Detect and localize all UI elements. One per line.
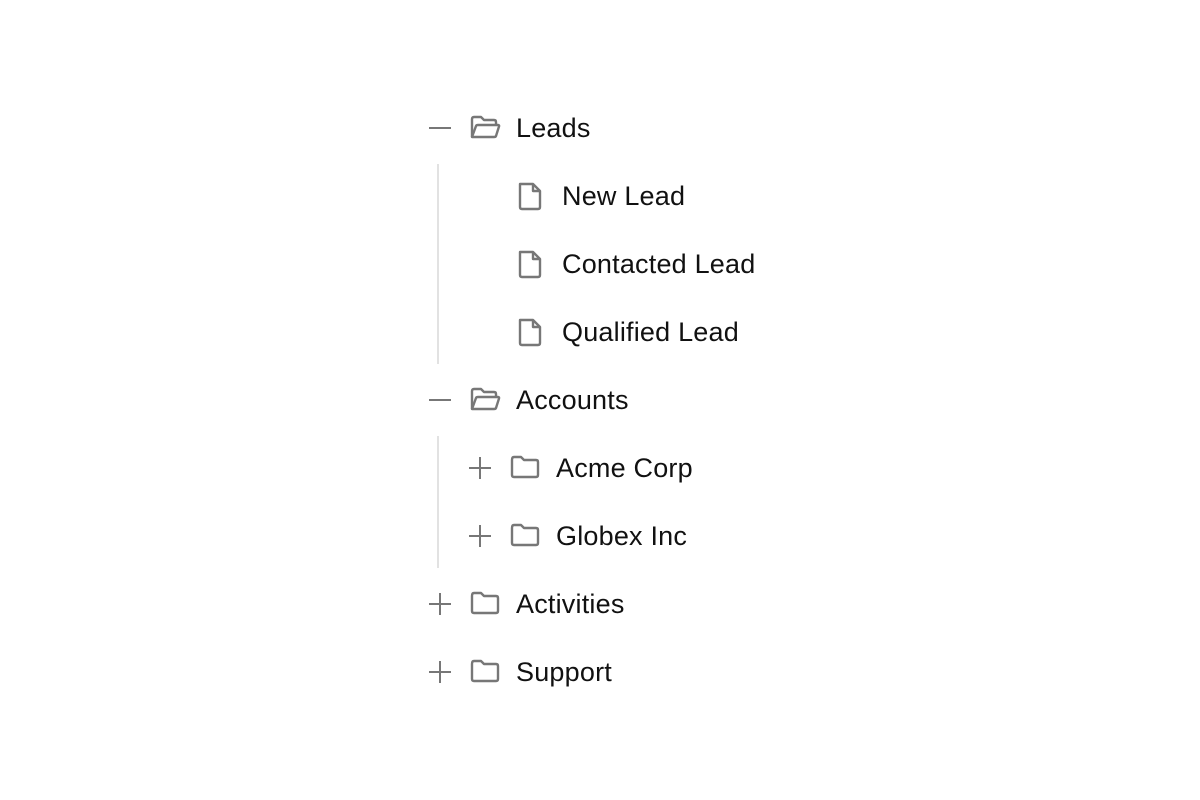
- tree-node-label: Activities: [516, 588, 625, 619]
- tree-leaf-contacted-lead[interactable]: Contacted Lead: [514, 230, 755, 298]
- plus-icon[interactable]: [468, 524, 492, 548]
- tree-guide-line: [437, 436, 439, 568]
- tree-node-label: Accounts: [516, 384, 629, 415]
- tree-node-label: Acme Corp: [556, 452, 693, 483]
- minus-icon[interactable]: [428, 116, 452, 140]
- tree-leaf-label: Qualified Lead: [562, 316, 739, 347]
- file-icon: [514, 316, 546, 348]
- tree-leaf-new-lead[interactable]: New Lead: [514, 162, 685, 230]
- tree-leaf-qualified-lead[interactable]: Qualified Lead: [514, 298, 739, 366]
- tree-node-globex-inc[interactable]: Globex Inc: [468, 502, 687, 570]
- tree-node-label: Support: [516, 656, 612, 687]
- folder-icon: [469, 588, 501, 620]
- folder-icon: [509, 452, 541, 484]
- tree-node-acme-corp[interactable]: Acme Corp: [468, 434, 693, 502]
- tree-node-support[interactable]: Support: [428, 638, 612, 706]
- tree-node-accounts[interactable]: Accounts: [428, 366, 629, 434]
- tree-node-label: Leads: [516, 112, 591, 143]
- folder-open-icon: [469, 112, 501, 144]
- tree-node-label: Globex Inc: [556, 520, 688, 551]
- tree-leaf-label: New Lead: [562, 180, 686, 211]
- plus-icon[interactable]: [428, 660, 452, 684]
- folder-icon: [509, 520, 541, 552]
- tree-node-leads[interactable]: Leads: [428, 94, 591, 162]
- folder-icon: [469, 656, 501, 688]
- plus-icon[interactable]: [428, 592, 452, 616]
- folder-open-icon: [469, 384, 501, 416]
- file-icon: [514, 248, 546, 280]
- tree-node-activities[interactable]: Activities: [428, 570, 625, 638]
- tree-leaf-label: Contacted Lead: [562, 248, 756, 279]
- tree-guide-line: [437, 164, 439, 364]
- file-icon: [514, 180, 546, 212]
- plus-icon[interactable]: [468, 456, 492, 480]
- minus-icon[interactable]: [428, 388, 452, 412]
